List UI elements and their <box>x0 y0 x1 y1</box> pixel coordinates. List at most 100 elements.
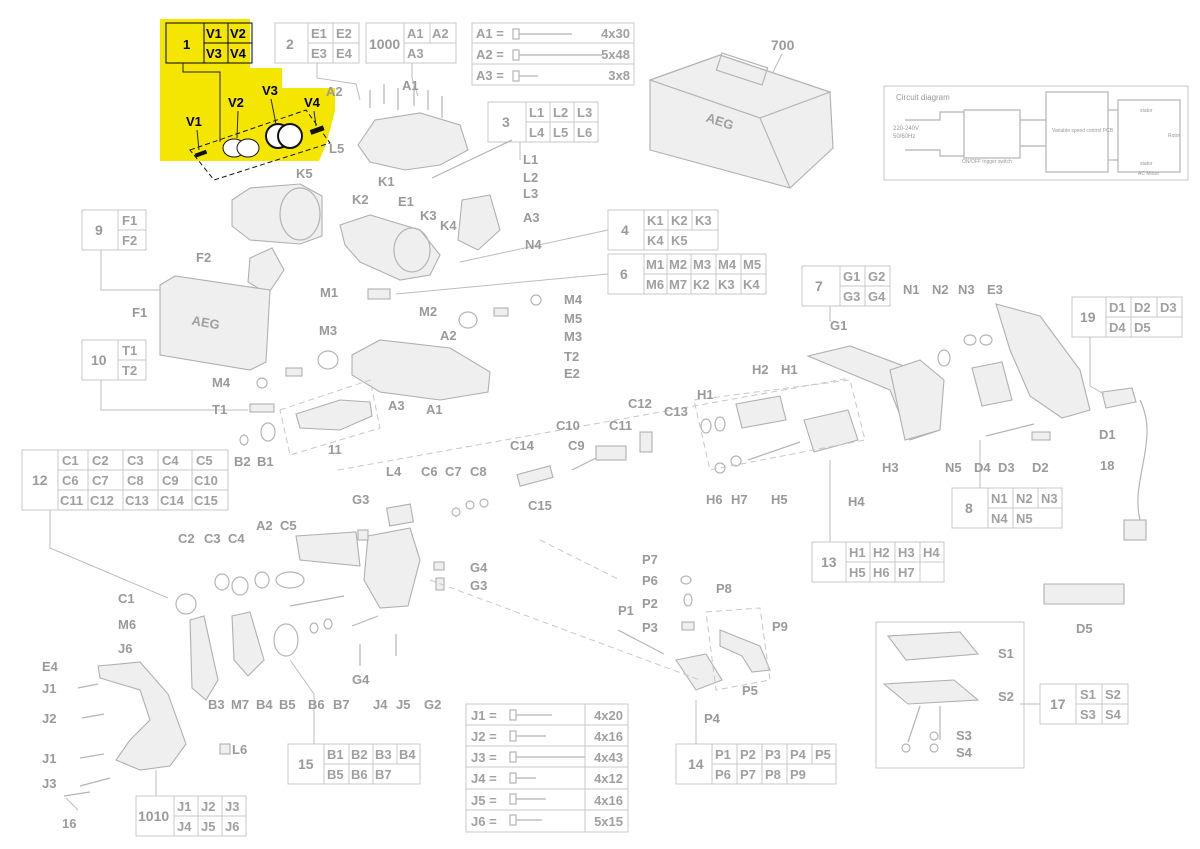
callout-s1[interactable]: S1 <box>998 646 1014 661</box>
callout-m6[interactable]: M6 <box>118 617 136 632</box>
group-3-table[interactable]: 3 L1 L2 L3 L4 L5 L6 <box>487 101 599 143</box>
callout-v3[interactable]: V3 <box>262 83 278 98</box>
callout-p1[interactable]: P1 <box>618 603 634 618</box>
callout-c5[interactable]: C5 <box>280 518 297 533</box>
callout-j1-top[interactable]: J1 <box>42 681 56 696</box>
callout-c2[interactable]: C2 <box>178 531 195 546</box>
callout-v2[interactable]: V2 <box>228 95 244 110</box>
carry-case[interactable]: 700 AEG <box>648 37 834 189</box>
callout-k3[interactable]: K3 <box>420 208 437 223</box>
callout-g4-right[interactable]: G4 <box>470 560 488 575</box>
callout-p8[interactable]: P8 <box>716 581 732 596</box>
callout-j5[interactable]: J5 <box>396 697 410 712</box>
callout-a2-mid[interactable]: A2 <box>440 328 457 343</box>
callout-h3[interactable]: H3 <box>882 460 899 475</box>
callout-18[interactable]: 18 <box>1100 458 1114 473</box>
callout-c14[interactable]: C14 <box>510 438 535 453</box>
callout-h4[interactable]: H4 <box>848 494 865 509</box>
callout-a1-top[interactable]: A1 <box>402 78 419 93</box>
callout-n1[interactable]: N1 <box>903 282 920 297</box>
callout-e3[interactable]: E3 <box>987 282 1003 297</box>
callout-b5[interactable]: B5 <box>279 697 296 712</box>
callout-m5[interactable]: M5 <box>564 311 582 326</box>
callout-e2[interactable]: E2 <box>564 366 580 381</box>
callout-s3[interactable]: S3 <box>956 728 972 743</box>
group-1-part-v4[interactable]: V4 <box>230 46 247 61</box>
callout-c11[interactable]: C11 <box>609 418 632 433</box>
callout-h1-left[interactable]: H1 <box>697 387 714 402</box>
callout-c3[interactable]: C3 <box>204 531 221 546</box>
callout-16[interactable]: 16 <box>62 816 76 831</box>
callout-g4-bottom[interactable]: G4 <box>352 672 370 687</box>
callout-b4[interactable]: B4 <box>256 697 273 712</box>
callout-f2[interactable]: F2 <box>196 250 211 265</box>
group-1-highlight[interactable]: 1 V1 V2 V3 V4 V1 V2 V3 V4 <box>160 19 335 181</box>
callout-c15[interactable]: C15 <box>528 498 552 513</box>
callout-f1[interactable]: F1 <box>132 305 147 320</box>
group-1-part-v1[interactable]: V1 <box>206 26 222 41</box>
callout-p9[interactable]: P9 <box>772 619 788 634</box>
group-1-part-v3[interactable]: V3 <box>206 46 222 61</box>
callout-b6[interactable]: B6 <box>308 697 325 712</box>
callout-n4[interactable]: N4 <box>525 237 542 252</box>
callout-m7[interactable]: M7 <box>231 697 249 712</box>
callout-n3[interactable]: N3 <box>958 282 975 297</box>
group-1000-part-a1[interactable]: A1 <box>407 26 424 41</box>
callout-c13[interactable]: C13 <box>664 404 688 419</box>
callout-p5[interactable]: P5 <box>742 683 758 698</box>
callout-m3-right[interactable]: M3 <box>564 329 582 344</box>
group-6-table[interactable]: 6 M1 M2 M3 M4 M5 M6 M7 K2 K3 K4 <box>607 253 767 295</box>
group-2-part-e4[interactable]: E4 <box>336 46 353 61</box>
callout-d1[interactable]: D1 <box>1099 427 1116 442</box>
group-9-table[interactable]: 9 F1 F2 <box>81 209 147 251</box>
callout-k4[interactable]: K4 <box>440 218 457 233</box>
callout-l5[interactable]: L5 <box>329 141 344 156</box>
callout-c10[interactable]: C10 <box>556 418 580 433</box>
callout-m4-left[interactable]: M4 <box>212 375 231 390</box>
callout-c7[interactable]: C7 <box>445 464 462 479</box>
callout-p4[interactable]: P4 <box>704 711 721 726</box>
callout-s2[interactable]: S2 <box>998 689 1014 704</box>
callout-b2[interactable]: B2 <box>234 454 251 469</box>
callout-n2[interactable]: N2 <box>932 282 949 297</box>
callout-d3[interactable]: D3 <box>998 460 1015 475</box>
callout-l3[interactable]: L3 <box>523 186 538 201</box>
callout-h6[interactable]: H6 <box>706 492 723 507</box>
callout-b7[interactable]: B7 <box>333 697 350 712</box>
group-2-table[interactable]: 2 E1 E2 E3 E4 <box>274 22 360 64</box>
callout-h5[interactable]: H5 <box>771 492 788 507</box>
callout-d5[interactable]: D5 <box>1076 621 1093 636</box>
callout-g3-top[interactable]: G3 <box>352 492 369 507</box>
callout-m2[interactable]: M2 <box>419 304 437 319</box>
callout-h1-right[interactable]: H1 <box>781 362 798 377</box>
callout-t1[interactable]: T1 <box>212 402 227 417</box>
callout-p3[interactable]: P3 <box>642 620 658 635</box>
group-17-table[interactable]: 17 S1 S2 S3 S4 <box>1039 683 1129 725</box>
callout-l6[interactable]: L6 <box>232 742 247 757</box>
callout-c9[interactable]: C9 <box>568 438 585 453</box>
group-4-table[interactable]: 4 K1 K2 K3 K4 K5 <box>607 209 719 251</box>
group-14-table[interactable]: 14 P1 P2 P3 P4 P5 P6 P7 P8 P9 <box>675 743 837 785</box>
callout-a3[interactable]: A3 <box>523 210 540 225</box>
callout-c12[interactable]: C12 <box>628 396 652 411</box>
group-12-table[interactable]: 12 C1 C2 C3 C4 C5 C6 C7 C8 C9 C10 C11 C1… <box>21 449 229 511</box>
callout-j1-bottom[interactable]: J1 <box>42 751 56 766</box>
callout-g1[interactable]: G1 <box>830 318 847 333</box>
callout-l1[interactable]: L1 <box>523 152 538 167</box>
group-2-part-e1[interactable]: E1 <box>311 26 327 41</box>
group-19-table[interactable]: 19 D1 D2 D3 D4 D5 <box>1071 296 1183 338</box>
callout-p6[interactable]: P6 <box>642 573 658 588</box>
group-7-table[interactable]: 7 G1 G2 G3 G4 <box>801 265 891 307</box>
group-1000-table[interactable]: 1000 A1 A2 A3 <box>365 22 457 64</box>
callout-s4[interactable]: S4 <box>956 745 973 760</box>
callout-h7[interactable]: H7 <box>731 492 748 507</box>
callout-c6[interactable]: C6 <box>421 464 438 479</box>
callout-k2[interactable]: K2 <box>352 192 369 207</box>
group-1000-part-a2[interactable]: A2 <box>432 26 449 41</box>
group-10-table[interactable]: 10 T1 T2 <box>81 339 147 381</box>
callout-j6[interactable]: J6 <box>118 641 132 656</box>
callout-p2[interactable]: P2 <box>642 596 658 611</box>
callout-b3[interactable]: B3 <box>208 697 225 712</box>
group-13-table[interactable]: 13 H1 H2 H3 H4 H5 H6 H7 <box>811 541 945 583</box>
group-15-table[interactable]: 15 B1 B2 B3 B4 B5 B6 B7 <box>287 743 421 785</box>
